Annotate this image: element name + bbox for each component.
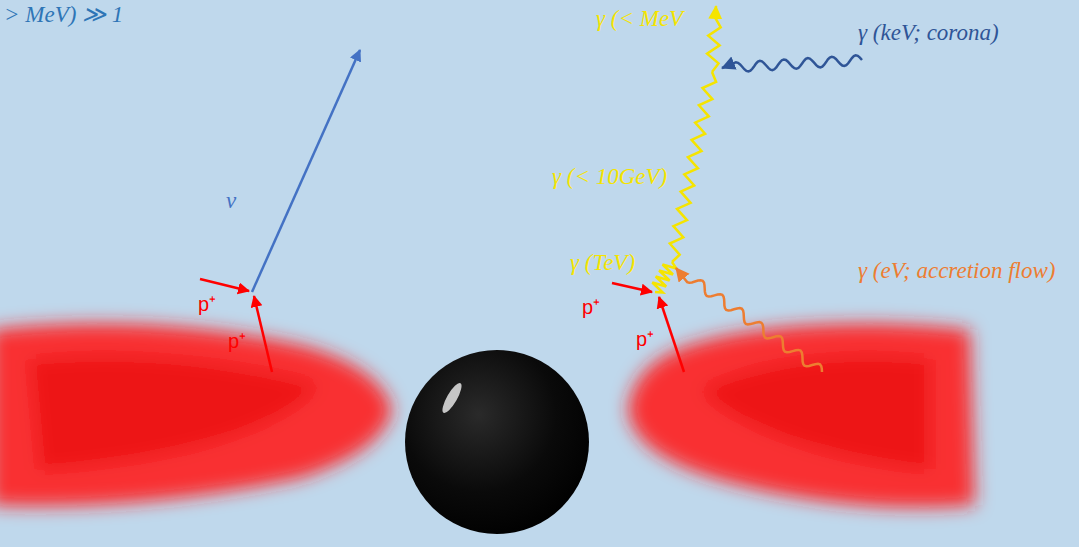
proton-label: p⁺	[636, 328, 654, 351]
highlight	[439, 381, 465, 415]
neutrino-label: ν	[226, 188, 236, 214]
photon-label: γ (TeV)	[570, 250, 635, 276]
proton-arrow	[254, 296, 272, 372]
photon-label: γ (< MeV	[596, 6, 683, 32]
neutrino-line	[252, 50, 360, 292]
black-hole	[405, 350, 589, 534]
target-photon	[722, 55, 862, 71]
accretion-flow	[0, 323, 392, 506]
proton-label: p⁺	[582, 296, 600, 319]
proton-label: p⁺	[228, 330, 246, 353]
photon-label: γ (eV; accretion flow)	[858, 258, 1055, 284]
photon-label: γ (< 10GeV)	[552, 164, 667, 190]
proton-arrow	[612, 283, 652, 292]
gamma-ray	[652, 262, 676, 293]
optical-depth-note: > MeV) ≫ 1	[4, 2, 123, 28]
gamma-ray	[707, 6, 721, 72]
proton-label: p⁺	[198, 293, 216, 316]
target-photon	[676, 268, 822, 372]
gamma-ray	[670, 72, 716, 262]
photon-label: γ (keV; corona)	[858, 20, 999, 46]
proton-arrow	[200, 279, 249, 291]
proton-arrow	[659, 297, 684, 372]
